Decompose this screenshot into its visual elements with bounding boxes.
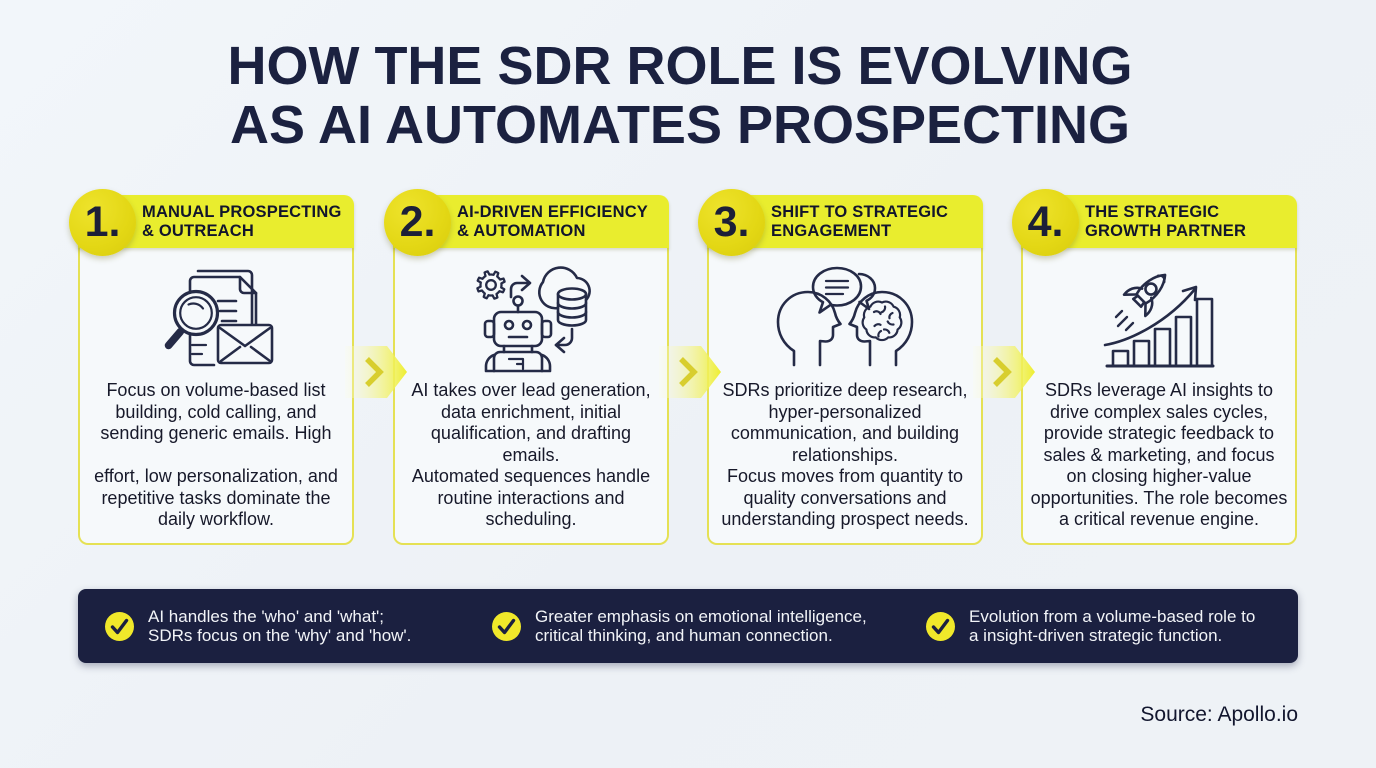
stage-card-3: SDRs prioritize deep research, hyper-per…	[698, 189, 983, 545]
takeaway-text-3: Evolution from a volume-based role to a …	[969, 607, 1256, 645]
check-icon	[492, 611, 521, 641]
stage-card-1-description: Focus on volume-based list building, col…	[94, 380, 338, 529]
stage-card-2-body: AI takes over lead generation, data enri…	[393, 248, 669, 545]
takeaway-bar: AI handles the 'who' and 'what'; SDRs fo…	[78, 589, 1298, 663]
stage-card-3-body: SDRs prioritize deep research, hyper-per…	[707, 248, 983, 545]
robot-automation-icon	[395, 261, 667, 373]
stage-card-2-title: AI-DRIVEN EFFICIENCY & AUTOMATION	[457, 202, 649, 240]
stage-card-1-body: Focus on volume-based list building, col…	[78, 248, 354, 545]
check-icon	[105, 611, 134, 641]
stage-card-2-number-badge: 2.	[384, 189, 451, 256]
check-icon	[926, 611, 955, 641]
stage-card-4-body: SDRs leverage AI insights to drive compl…	[1021, 248, 1297, 545]
takeaway-item-1: AI handles the 'who' and 'what'; SDRs fo…	[105, 589, 411, 663]
stage-card-2-description: AI takes over lead generation, data enri…	[411, 380, 651, 529]
stage-card-2: AI takes over lead generation, data enri…	[384, 189, 669, 545]
flow-arrow-icon	[973, 346, 1035, 398]
document-search-envelope-icon	[80, 261, 352, 373]
stage-card-3-description: SDRs prioritize deep research, hyper-per…	[721, 380, 969, 529]
takeaway-text-2: Greater emphasis on emotional intelligen…	[535, 607, 867, 645]
page-title: HOW THE SDR ROLE IS EVOLVING AS AI AUTOM…	[227, 36, 1133, 155]
source-note: Source: Apollo.io	[1140, 703, 1298, 726]
stage-card-4-title: THE STRATEGIC GROWTH PARTNER	[1085, 202, 1247, 240]
conversation-minds-icon	[709, 261, 981, 373]
takeaway-item-2: Greater emphasis on emotional intelligen…	[492, 589, 867, 663]
takeaway-item-3: Evolution from a volume-based role to a …	[926, 589, 1255, 663]
stage-card-1-title: MANUAL PROSPECTING & OUTREACH	[142, 202, 342, 240]
stage-card-3-title: SHIFT TO STRATEGIC ENGAGEMENT	[771, 202, 949, 240]
takeaway-text-1: AI handles the 'who' and 'what'; SDRs fo…	[148, 607, 412, 645]
flow-arrow-icon	[345, 346, 407, 398]
stage-card-1: Focus on volume-based list building, col…	[69, 189, 354, 545]
stage-card-4-description: SDRs leverage AI insights to drive compl…	[1030, 380, 1288, 529]
stage-card-1-number-badge: 1.	[69, 189, 136, 256]
stage-card-1-header: MANUAL PROSPECTING & OUTREACH	[78, 195, 354, 248]
stage-card-4-number-badge: 4.	[1012, 189, 1079, 256]
stage-card-3-number-badge: 3.	[698, 189, 765, 256]
stage-card-4: SDRs leverage AI insights to drive compl…	[1012, 189, 1297, 545]
flow-arrow-icon	[659, 346, 721, 398]
rocket-growth-chart-icon	[1023, 261, 1295, 373]
